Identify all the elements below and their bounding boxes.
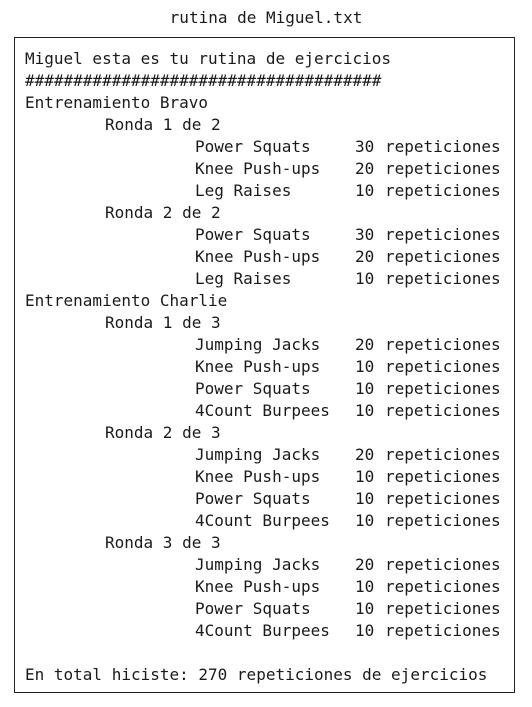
exercise-row: 4Count Burpees 10 repeticiones (25, 400, 510, 422)
round-label: Ronda 1 de 3 (105, 313, 221, 332)
exercise-row: Power Squats 10 repeticiones (25, 488, 510, 510)
training-name: Entrenamiento Bravo (25, 93, 209, 112)
blank-line (25, 642, 510, 664)
exercise-unit: repeticiones (385, 269, 501, 288)
exercise-reps: 20 (355, 555, 375, 574)
round-label: Ronda 2 de 2 (105, 203, 221, 222)
exercise-unit: repeticiones (385, 555, 501, 574)
exercise-unit: repeticiones (385, 401, 501, 420)
exercise-reps: 20 (355, 247, 375, 266)
exercise-name: Jumping Jacks (195, 445, 321, 464)
exercise-unit: repeticiones (385, 445, 501, 464)
exercise-reps: 10 (355, 599, 375, 618)
exercise-row: Jumping Jacks 20 repeticiones (25, 444, 510, 466)
exercise-reps: 30 (355, 137, 375, 156)
exercise-reps: 30 (355, 225, 375, 244)
exercise-name: Power Squats (195, 599, 311, 618)
exercise-unit: repeticiones (385, 335, 501, 354)
exercise-name: Knee Push-ups (195, 467, 321, 486)
exercise-row: Power Squats 10 repeticiones (25, 378, 510, 400)
header-line: Miguel esta es tu rutina de ejercicios (25, 49, 392, 68)
exercise-reps: 20 (355, 445, 375, 464)
round-label: Ronda 3 de 3 (105, 533, 221, 552)
exercise-unit: repeticiones (385, 577, 501, 596)
footer-line: En total hiciste: 270 repeticiones de ej… (25, 665, 488, 684)
separator-line: ##################################### (25, 71, 382, 90)
exercise-reps: 20 (355, 335, 375, 354)
exercise-unit: repeticiones (385, 511, 501, 530)
exercise-row: Knee Push-ups 20 repeticiones (25, 246, 510, 268)
exercise-name: Knee Push-ups (195, 577, 321, 596)
exercise-unit: repeticiones (385, 357, 501, 376)
exercise-row: Jumping Jacks 20 repeticiones (25, 554, 510, 576)
exercise-row: Leg Raises 10 repeticiones (25, 268, 510, 290)
exercise-row: Power Squats 30 repeticiones (25, 136, 510, 158)
text-document: Miguel esta es tu rutina de ejercicios #… (14, 37, 515, 693)
exercise-row: Leg Raises 10 repeticiones (25, 180, 510, 202)
exercise-name: Knee Push-ups (195, 247, 321, 266)
exercise-unit: repeticiones (385, 159, 501, 178)
round-label: Ronda 2 de 3 (105, 423, 221, 442)
exercise-reps: 10 (355, 621, 375, 640)
exercise-reps: 20 (355, 159, 375, 178)
exercise-unit: repeticiones (385, 379, 501, 398)
exercise-unit: repeticiones (385, 489, 501, 508)
exercise-name: Knee Push-ups (195, 357, 321, 376)
document-title: rutina de Miguel.txt (169, 8, 363, 27)
exercise-row: Knee Push-ups 20 repeticiones (25, 158, 510, 180)
exercise-reps: 10 (355, 489, 375, 508)
exercise-name: Jumping Jacks (195, 335, 321, 354)
exercise-row: Knee Push-ups 10 repeticiones (25, 466, 510, 488)
exercise-reps: 10 (355, 577, 375, 596)
exercise-name: 4Count Burpees (195, 401, 330, 420)
exercise-reps: 10 (355, 357, 375, 376)
exercise-unit: repeticiones (385, 467, 501, 486)
exercise-reps: 10 (355, 401, 375, 420)
document-body: Miguel esta es tu rutina de ejercicios #… (25, 48, 510, 686)
exercise-row: 4Count Burpees 10 repeticiones (25, 620, 510, 642)
exercise-unit: repeticiones (385, 181, 501, 200)
exercise-reps: 10 (355, 379, 375, 398)
exercise-row: Knee Push-ups 10 repeticiones (25, 576, 510, 598)
exercise-name: Power Squats (195, 379, 311, 398)
exercise-unit: repeticiones (385, 247, 501, 266)
exercise-reps: 10 (355, 467, 375, 486)
exercise-name: 4Count Burpees (195, 621, 330, 640)
exercise-unit: repeticiones (385, 137, 501, 156)
exercise-unit: repeticiones (385, 225, 501, 244)
exercise-row: Jumping Jacks 20 repeticiones (25, 334, 510, 356)
exercise-row: Power Squats 30 repeticiones (25, 224, 510, 246)
exercise-name: Leg Raises (195, 269, 292, 288)
exercise-name: Leg Raises (195, 181, 292, 200)
exercise-reps: 10 (355, 181, 375, 200)
exercise-unit: repeticiones (385, 599, 501, 618)
exercise-row: Power Squats 10 repeticiones (25, 598, 510, 620)
exercise-reps: 10 (355, 269, 375, 288)
round-label: Ronda 1 de 2 (105, 115, 221, 134)
exercise-name: 4Count Burpees (195, 511, 330, 530)
exercise-name: Jumping Jacks (195, 555, 321, 574)
exercise-name: Power Squats (195, 489, 311, 508)
exercise-name: Power Squats (195, 137, 311, 156)
exercise-unit: repeticiones (385, 621, 501, 640)
exercise-name: Power Squats (195, 225, 311, 244)
exercise-row: 4Count Burpees 10 repeticiones (25, 510, 510, 532)
exercise-row: Knee Push-ups 10 repeticiones (25, 356, 510, 378)
exercise-reps: 10 (355, 511, 375, 530)
training-name: Entrenamiento Charlie (25, 291, 228, 310)
exercise-name: Knee Push-ups (195, 159, 321, 178)
